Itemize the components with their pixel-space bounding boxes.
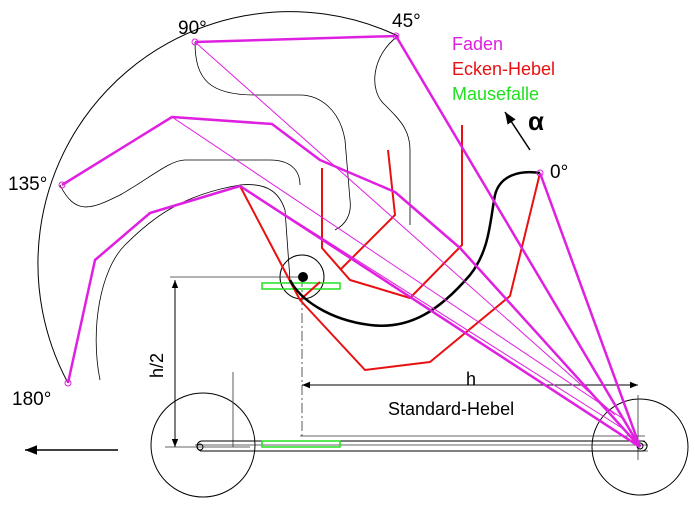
- standard-hebel-label: Standard-Hebel: [388, 399, 514, 419]
- angle-label-180: 180°: [12, 389, 51, 410]
- mausefalle-shapes: [261, 282, 341, 448]
- black-lever: [288, 171, 541, 327]
- angle-markers: [58, 32, 544, 387]
- construction-lines: [165, 276, 648, 460]
- angle-label-90: 90°: [178, 18, 207, 39]
- legend-mausefalle: Mausefalle: [452, 84, 539, 104]
- inner-sweep-outline: [59, 35, 411, 381]
- faden-thin-lines: [171, 41, 626, 431]
- angle-label-0: 0°: [550, 162, 568, 183]
- legend-ecken-hebel: Ecken-Hebel: [452, 59, 555, 79]
- angle-label-45: 45°: [392, 11, 421, 32]
- standard-lever: [196, 440, 648, 452]
- h-half-label: h/2: [147, 353, 167, 378]
- alpha-symbol: α: [528, 106, 544, 136]
- right-wheel: [591, 398, 689, 496]
- h-label: h: [466, 369, 476, 389]
- alpha-arrow: [504, 111, 531, 151]
- legend-faden: Faden: [452, 34, 503, 54]
- angle-label-135: 135°: [8, 174, 47, 195]
- pivot-point: [298, 272, 308, 282]
- outer-sweep-arc: [37, 11, 399, 384]
